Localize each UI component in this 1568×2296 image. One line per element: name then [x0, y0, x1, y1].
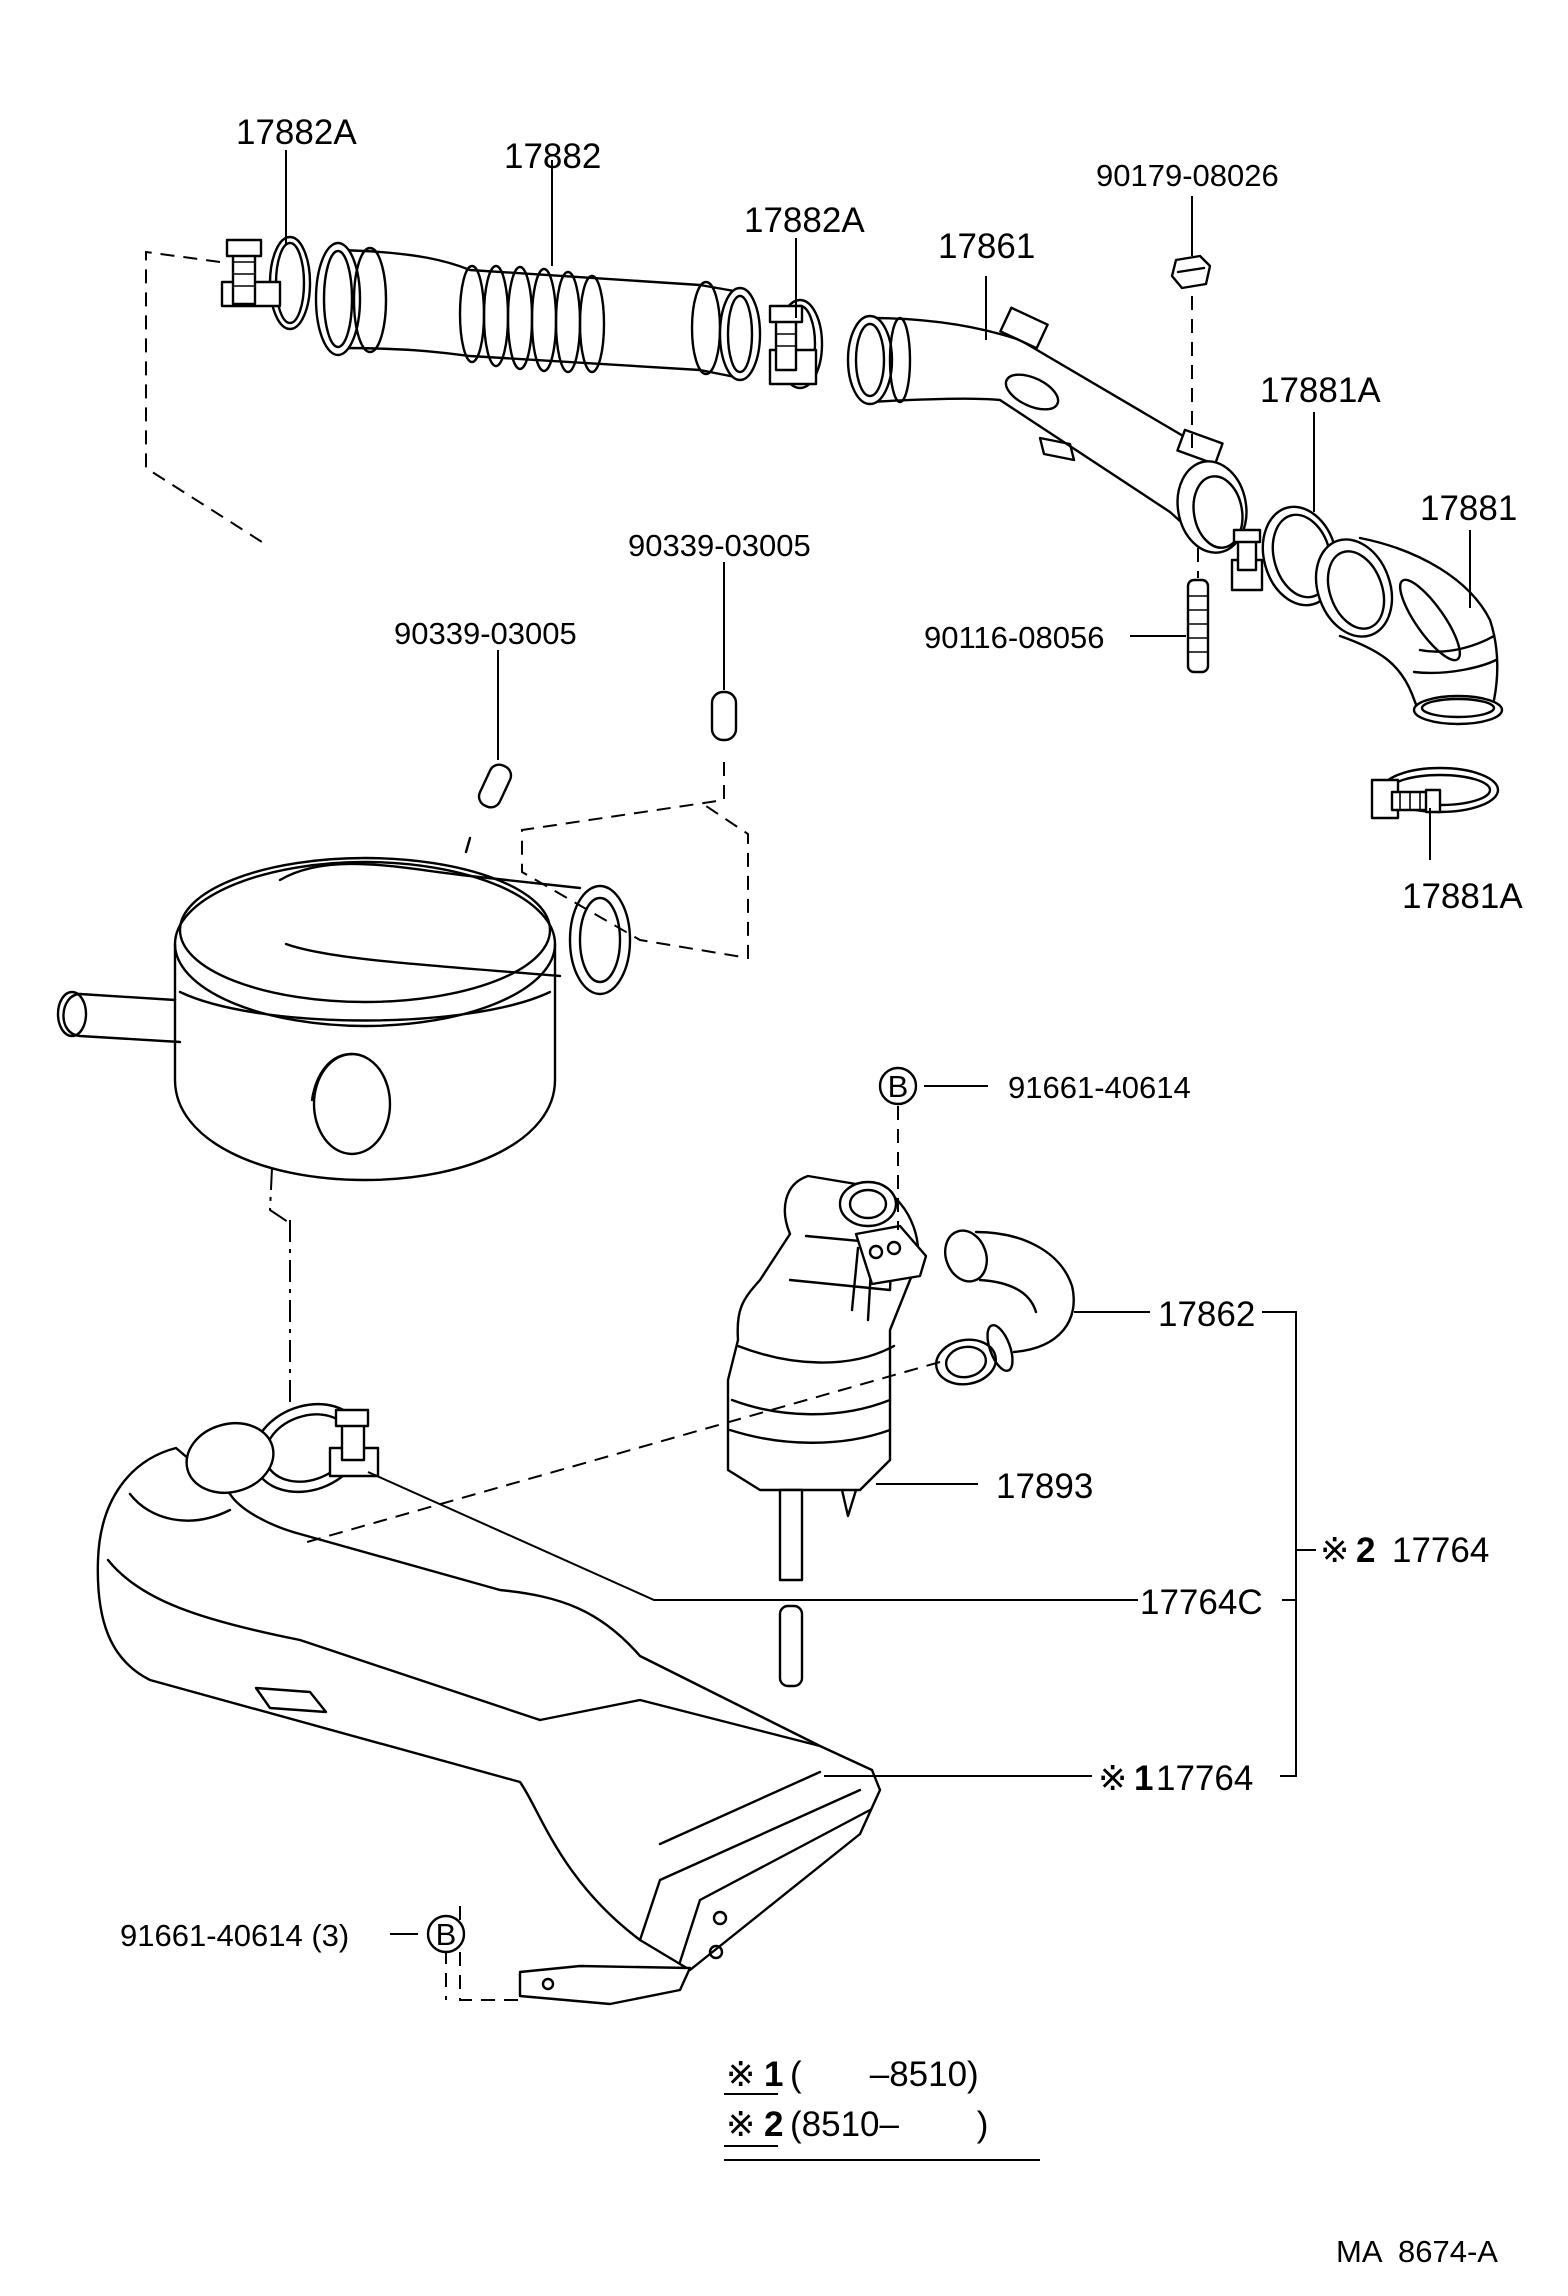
hose-clamp-17764c [328, 1408, 380, 1478]
variant-2-part: 17764 [1392, 1531, 1489, 1570]
elbow-hose-17881 [1314, 536, 1504, 726]
hose-clamp-17881a-lower [1370, 766, 1500, 820]
legend-1-symbol: ※ [726, 2055, 755, 2094]
variant-2-symbol: ※ [1320, 1531, 1349, 1570]
label-17881a-lower: 17881A [1402, 877, 1523, 916]
air-hose-17882 [314, 241, 762, 382]
label-17893: 17893 [996, 1467, 1093, 1506]
hose-17862-guide [299, 1361, 941, 1545]
legend-1-number: 1 [764, 2055, 783, 2094]
resonator-17893 [726, 1174, 928, 1688]
clip-90339-03005-right [710, 690, 738, 742]
variant-1-part: 17764 [1156, 1759, 1253, 1798]
label-17862: 17862 [1158, 1295, 1255, 1334]
legend-1-range: ( –8510) [790, 2055, 979, 2094]
clip-90339-03005-left [477, 763, 513, 809]
label-90339-03005-left: 90339-03005 [394, 616, 577, 651]
label-91661-40614-bottom: 91661-40614 (3) [120, 1918, 349, 1953]
label-17764c: 17764C [1140, 1583, 1263, 1622]
duct-dash-guide-bottom [459, 1906, 520, 2001]
leader-lines [285, 150, 1471, 2000]
air-hose-17862 [935, 1229, 1075, 1386]
label-17764-variant-2: ※ 2 17764 [1320, 1531, 1489, 1570]
bolt-marker-b-top: B [878, 1066, 918, 1106]
intake-duct-17764 [96, 1402, 882, 2006]
clip-guide-right [521, 762, 749, 960]
bolt-90179-08026 [1170, 254, 1212, 452]
stud-90116-08056 [1186, 548, 1210, 674]
label-17764-variant-1: ※ 1 17764 [1098, 1759, 1253, 1798]
bolt-marker-b-top-label: B [888, 1069, 909, 1104]
figure-code: MA 8674-A [1336, 2234, 1498, 2269]
label-90179-08026: 90179-08026 [1096, 158, 1279, 193]
hose-clamp-17882a-right [768, 298, 824, 390]
bolt-marker-b-bottom-label: B [436, 1917, 457, 1952]
air-cleaner-center-line [268, 1167, 289, 1223]
air-pipe-17861 [846, 306, 1248, 554]
label-17882: 17882 [504, 137, 601, 176]
bolt-marker-b-bottom: B [426, 1914, 466, 1954]
label-17882a-right: 17882A [744, 201, 865, 240]
label-90116-08056: 90116-08056 [924, 620, 1104, 655]
label-17861: 17861 [938, 227, 1035, 266]
legend-2-range: (8510– ) [790, 2105, 988, 2144]
legend-2-symbol: ※ [726, 2105, 755, 2144]
label-17881a-upper: 17881A [1260, 371, 1381, 410]
label-90339-03005-right: 90339-03005 [628, 528, 811, 563]
label-91661-40614-top: 91661-40614 [1008, 1070, 1191, 1105]
variant-2-number: 2 [1356, 1531, 1375, 1570]
variant-1-number: 1 [1134, 1759, 1153, 1798]
variant-1-symbol: ※ [1098, 1759, 1127, 1798]
hose-clamp-17881a-upper [1230, 505, 1339, 607]
hose-clamp-17882a-left [220, 235, 312, 331]
label-17882a-left: 17882A [236, 113, 357, 152]
variant-legend: ※ 1 ( –8510) ※ 2 (8510– ) [724, 2055, 1040, 2161]
label-17881: 17881 [1420, 489, 1517, 528]
legend-2-number: 2 [764, 2105, 783, 2144]
air-cleaner-case [56, 836, 632, 1182]
